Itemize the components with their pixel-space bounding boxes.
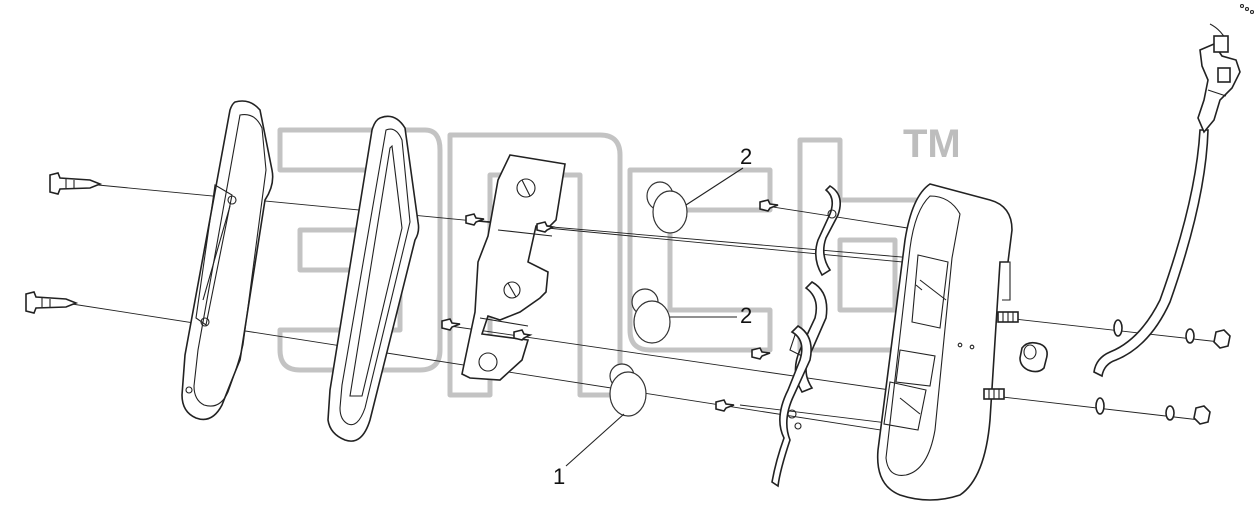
bulb-2-upper [646, 181, 688, 234]
callout-label-2-upper: 2 [740, 144, 752, 169]
connector-terminals [1239, 3, 1255, 15]
screw-top-left [49, 172, 103, 195]
bulb-holder-plate [461, 154, 566, 381]
trademark-symbol: TM [903, 122, 961, 166]
threaded-studs [983, 311, 1019, 400]
washers-and-nuts [1095, 319, 1231, 425]
contact-clips [771, 184, 841, 488]
grommet [1019, 341, 1048, 373]
wire-harness [1093, 23, 1241, 378]
small-screws [441, 199, 779, 412]
lamp-housing [876, 183, 1013, 501]
callout-label-2-lower: 2 [740, 303, 752, 328]
bulb-1 [609, 363, 647, 417]
gasket [327, 115, 420, 442]
screw-bottom-left [25, 291, 79, 314]
callout-bulb-2-upper: 2 [685, 144, 752, 206]
callout-bulb-1: 1 [553, 413, 625, 489]
callout-label-1: 1 [553, 464, 565, 489]
callout-bulb-2-lower: 2 [670, 303, 752, 328]
lens-cover [181, 100, 274, 421]
bulb-2-lower [631, 288, 671, 344]
